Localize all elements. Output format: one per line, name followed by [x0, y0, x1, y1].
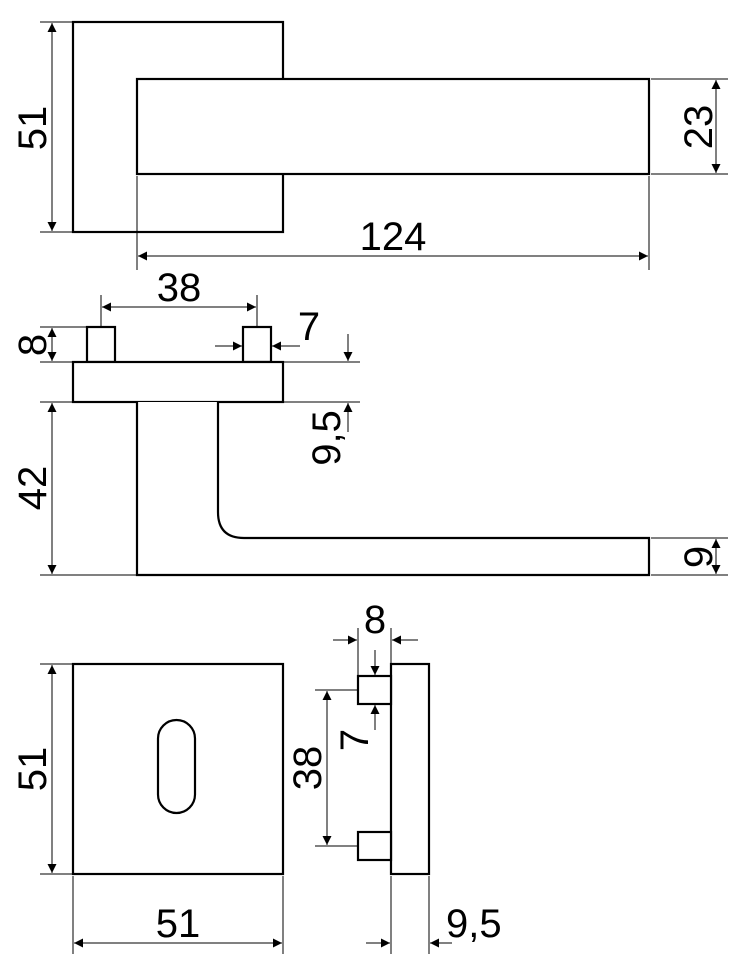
dim-label-escutcheon-width: 51 — [156, 902, 201, 946]
dim-label-escutcheon-thickness: 9,5 — [446, 902, 502, 946]
dim-label-escutcheon-height: 51 — [11, 747, 55, 792]
escutcheon-side-plate — [389, 662, 431, 876]
dim-label-escutcheon-pin-height: 7 — [333, 729, 377, 751]
lever-side-profile — [135, 402, 651, 577]
dim-label-rose-height: 51 — [11, 106, 55, 151]
dim-label-rose-thickness: 9,5 — [305, 410, 349, 466]
dim-label-pin-height: 8 — [11, 334, 55, 356]
dim-label-escutcheon-pin-width: 8 — [364, 598, 386, 642]
keyhole-slot — [156, 718, 197, 815]
lever-handle — [135, 77, 651, 176]
pin-left — [85, 325, 117, 364]
rose-side — [71, 360, 285, 404]
dim-label-handle-drop: 42 — [11, 466, 55, 511]
top-view: 51 23 124 — [11, 20, 728, 270]
dim-label-handle-length: 124 — [360, 215, 427, 259]
escutcheon-front-view: 51 51 — [11, 662, 285, 954]
dim-label-bar-thickness: 9 — [677, 546, 721, 568]
escutcheon-pin-bottom — [356, 830, 393, 862]
dim-label-pin-width: 7 — [298, 305, 320, 349]
pin-right — [241, 325, 273, 364]
dim-label-escutcheon-pin-spacing: 38 — [286, 746, 330, 791]
dim-label-handle-thickness: 23 — [677, 105, 721, 150]
dim-label-pin-spacing: 38 — [157, 266, 202, 310]
escutcheon-side-view: 8 7 38 9,5 — [286, 598, 502, 954]
side-view: 38 8 7 9,5 42 9 — [11, 266, 728, 577]
escutcheon-pin-top — [356, 674, 393, 706]
